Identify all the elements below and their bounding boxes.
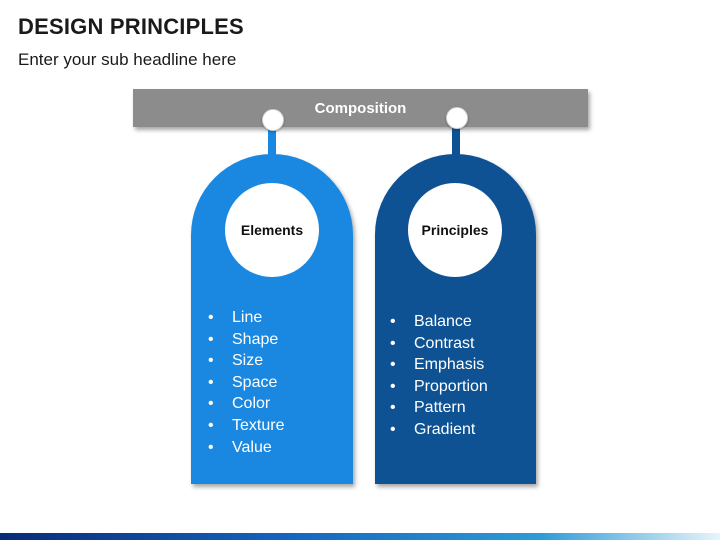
list-item-label: Size — [232, 352, 264, 370]
list-item: • Emphasis — [390, 354, 488, 376]
list-item: • Line — [208, 307, 284, 329]
list-item-label: Proportion — [414, 377, 488, 395]
bullet-icon: • — [208, 352, 214, 370]
list-item-label: Space — [232, 373, 278, 391]
list-item: • Texture — [208, 415, 284, 437]
bullet-icon: • — [390, 377, 396, 395]
bullet-icon: • — [208, 438, 214, 456]
bullet-icon: • — [390, 399, 396, 417]
list-item: • Proportion — [390, 376, 488, 398]
list-item-label: Value — [232, 438, 272, 456]
bullet-icon: • — [208, 395, 214, 413]
list-item-label: Color — [232, 395, 271, 413]
list-item: • Shape — [208, 329, 284, 351]
elements-heading-circle: Elements — [225, 183, 319, 277]
list-item-label: Gradient — [414, 420, 476, 438]
composition-bar: Composition — [133, 89, 588, 127]
list-item: • Balance — [390, 311, 488, 333]
bullet-icon: • — [208, 309, 214, 326]
principles-stem — [452, 125, 460, 157]
bullet-icon: • — [208, 416, 214, 434]
list-item: • Size — [208, 350, 284, 372]
elements-stem — [268, 127, 276, 157]
list-item-label: Line — [232, 309, 263, 326]
list-item-label: Pattern — [414, 399, 466, 417]
elements-pin — [262, 109, 284, 131]
list-item-label: Emphasis — [414, 356, 485, 374]
principles-list: • Balance • Contrast • Emphasis • Proportion… — [390, 311, 488, 441]
list-item: • Pattern — [390, 397, 488, 419]
list-item-label: Texture — [232, 416, 285, 434]
page-subtitle: Enter your sub headline here — [18, 50, 237, 69]
bullet-icon: • — [390, 420, 396, 438]
list-item: • Color — [208, 393, 284, 415]
list-item: • Space — [208, 372, 284, 394]
principles-heading: Principles — [421, 222, 489, 238]
list-item: • Value — [208, 437, 284, 459]
bullet-icon: • — [208, 373, 214, 391]
composition-label: Composition — [314, 99, 407, 117]
principles-heading-circle: Principles — [408, 183, 502, 277]
elements-heading: Elements — [240, 222, 304, 238]
list-item-label: Shape — [232, 330, 279, 348]
principles-pin — [446, 107, 468, 129]
list-item-label: Balance — [414, 313, 472, 330]
list-item-label: Contrast — [414, 334, 475, 352]
bullet-icon: • — [390, 356, 396, 374]
elements-list: • Line • Shape • Size • Space • Color • Textur… — [208, 307, 284, 458]
bottom-accent-bar — [0, 533, 720, 540]
list-item: • Gradient — [390, 419, 488, 441]
elements-tag: Elements • Line • Shape • Size • Space • Colo… — [191, 154, 353, 484]
page-title: DESIGN PRINCIPLES — [18, 14, 244, 39]
principles-tag: Principles • Balance • Contrast • Emphasis … — [375, 154, 536, 484]
bullet-icon: • — [390, 313, 396, 330]
bullet-icon: • — [208, 330, 214, 348]
list-item: • Contrast — [390, 333, 488, 355]
bullet-icon: • — [390, 334, 396, 352]
